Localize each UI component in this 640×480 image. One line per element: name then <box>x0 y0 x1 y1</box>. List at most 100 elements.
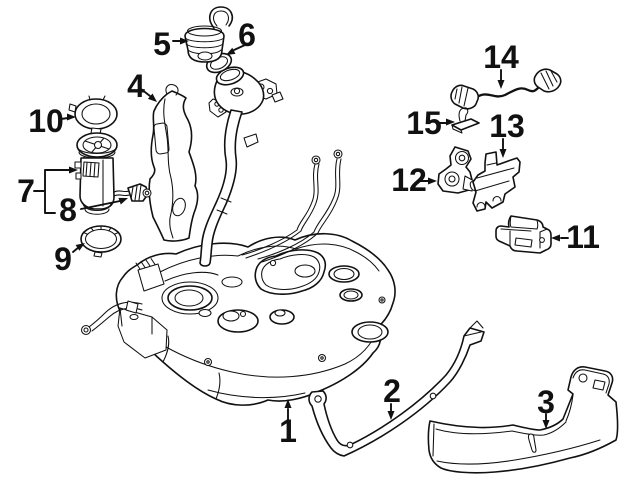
vent-hose-detail <box>83 327 89 333</box>
bracket-11 <box>495 215 552 254</box>
fuel-tank-detail <box>206 360 210 364</box>
fuel-tank-detail <box>215 372 221 400</box>
callout-10: 10 <box>28 103 76 139</box>
callout-11-label: 11 <box>566 219 600 255</box>
callout-4-detail <box>140 88 151 97</box>
fuel-lines-detail <box>241 163 316 256</box>
callout-7-detail <box>69 166 78 174</box>
bracket-11-detail <box>500 215 548 249</box>
fuel-tank-detail <box>320 356 324 360</box>
fuel-lines <box>241 149 343 263</box>
filler-neck <box>199 66 284 267</box>
filler-neck-detail <box>271 91 284 103</box>
tank-strap-detail <box>429 392 437 400</box>
fuel-tank-detail <box>162 335 170 363</box>
tank-strap-detail <box>346 441 354 449</box>
fuel-cap-detail <box>212 10 229 27</box>
level-sender-detail <box>130 184 142 201</box>
tank-strap-detail <box>314 395 322 403</box>
fuel-cap-detail <box>186 25 223 37</box>
fuel-pump-module-detail <box>74 161 82 180</box>
callout-5-detail <box>180 37 189 45</box>
pump-seal-ring <box>80 225 122 258</box>
filler-pipe <box>199 109 243 267</box>
heat-shield <box>148 84 199 242</box>
heat-shield-detail <box>153 122 170 155</box>
callout-8-detail <box>80 200 121 210</box>
callout-3-detail <box>542 420 550 429</box>
callout-12-label: 12 <box>391 162 427 198</box>
bracket-12-detail <box>458 154 466 162</box>
filler-neck-detail <box>266 87 274 95</box>
support-bracket-detail <box>527 433 537 453</box>
wiring-harness <box>450 68 562 110</box>
tank-strap <box>308 320 485 457</box>
callout-15-detail <box>446 118 455 126</box>
level-sender-detail <box>113 190 130 193</box>
level-sender <box>113 183 152 202</box>
pump-seal-ring-detail <box>93 251 103 258</box>
callout-14-detail <box>497 80 505 89</box>
cap-tether <box>209 6 233 29</box>
callout-4: 4 <box>127 68 157 104</box>
fuel-tank-detail <box>380 298 384 302</box>
fuel-tank-detail <box>269 259 277 267</box>
bracket-11-detail <box>514 237 533 248</box>
callout-7-detail <box>33 169 71 214</box>
support-bracket-detail <box>432 423 435 457</box>
callout-3-label: 3 <box>537 384 555 420</box>
harness-connector <box>450 84 480 110</box>
retainer-clip-detail <box>458 107 469 122</box>
fuel-lines-detail <box>257 158 338 260</box>
lock-ring-detail <box>68 103 77 113</box>
callout-15: 15 <box>406 105 455 141</box>
heat-shield-detail <box>163 98 174 239</box>
callout-7-label: 7 <box>17 173 35 209</box>
fuel-tank-detail <box>294 264 316 278</box>
vent-hose-detail <box>125 300 139 314</box>
bracket-11-detail <box>495 215 552 254</box>
support-bracket-detail <box>572 369 610 394</box>
callout-6: 6 <box>226 17 256 55</box>
bracket-12-detail <box>448 175 456 183</box>
fuel-pump-module-detail <box>93 140 103 150</box>
callout-8-label: 8 <box>59 192 77 228</box>
support-bracket <box>427 366 619 474</box>
fuel-tank-detail <box>198 308 212 318</box>
callout-7: 7 <box>17 166 78 214</box>
callout-1-detail <box>284 399 292 408</box>
fuel-lines-detail <box>261 158 342 263</box>
fuel-lines-detail <box>313 157 319 163</box>
bracket-13-detail <box>474 162 515 192</box>
level-sender-detail <box>113 194 130 197</box>
pump-seal-ring-detail <box>83 225 119 235</box>
tank-side-box <box>117 307 168 359</box>
callout-2-label: 2 <box>383 373 401 409</box>
callout-5-label: 5 <box>153 26 171 62</box>
ribbed-block <box>137 263 165 292</box>
heat-shield-detail <box>172 197 186 217</box>
support-bracket-detail <box>578 373 588 383</box>
fuel-tank-detail <box>333 267 355 281</box>
fuel-cap <box>184 6 233 63</box>
callout-4-detail <box>147 93 157 102</box>
fuel-lines-detail <box>335 151 341 157</box>
filler-neck-detail <box>219 68 241 82</box>
tank-strap-detail <box>463 331 482 337</box>
callout-2-detail <box>387 411 395 420</box>
callout-11-detail <box>551 234 560 242</box>
callout-12-detail <box>428 177 437 185</box>
filler-neck-detail <box>216 197 232 215</box>
tank-strap-detail <box>469 320 484 329</box>
wiring-harness-detail <box>540 70 558 90</box>
callout-13-detail <box>499 149 507 158</box>
callout-1: 1 <box>279 399 297 449</box>
filler-neck-detail <box>233 87 241 95</box>
fuel-pump-module <box>74 132 118 215</box>
callout-14: 14 <box>483 39 519 89</box>
callout-11: 11 <box>551 219 600 255</box>
bracket-13 <box>472 151 521 212</box>
retainer-clip <box>451 107 480 134</box>
wiring-harness-detail <box>454 86 469 107</box>
